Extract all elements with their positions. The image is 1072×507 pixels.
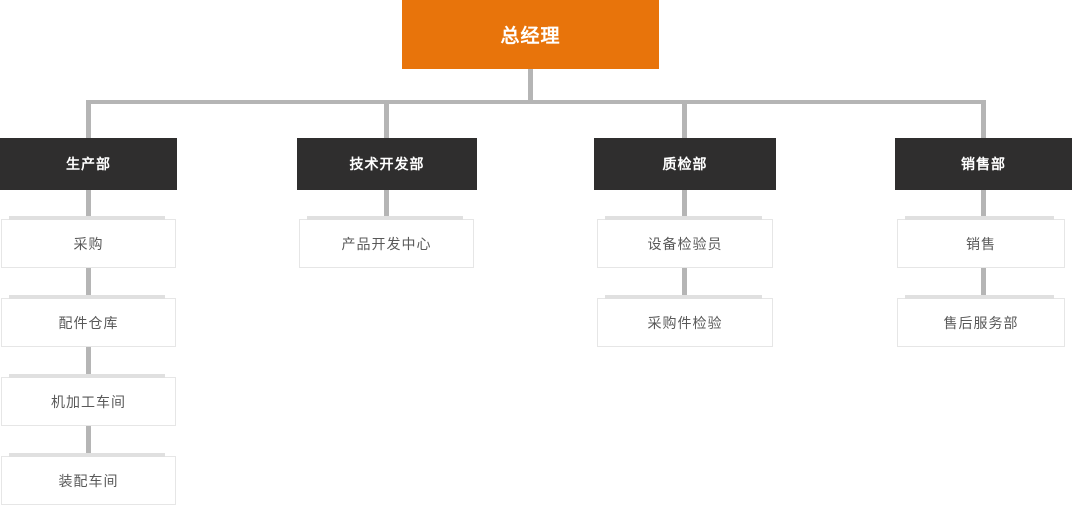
connector-horizontal-line bbox=[86, 100, 986, 104]
connector-sales-child1 bbox=[981, 190, 986, 220]
connector-production-child4 bbox=[86, 426, 91, 457]
connector-drop-production bbox=[86, 100, 91, 138]
connector-drop-quality bbox=[682, 100, 687, 138]
org-node-sales[interactable]: 销售 bbox=[897, 216, 1065, 268]
org-node-production-dept[interactable]: 生产部 bbox=[0, 138, 177, 190]
connector-sales-child2 bbox=[981, 268, 986, 299]
org-node-machining-workshop[interactable]: 机加工车间 bbox=[1, 374, 176, 426]
connector-root-stub bbox=[528, 69, 533, 104]
org-node-purchasing[interactable]: 采购 bbox=[1, 216, 176, 268]
connector-production-child3 bbox=[86, 347, 91, 378]
org-node-general-manager[interactable]: 总经理 bbox=[402, 0, 659, 69]
org-node-parts-warehouse[interactable]: 配件仓库 bbox=[1, 295, 176, 347]
org-node-product-dev-center[interactable]: 产品开发中心 bbox=[299, 216, 474, 268]
connector-production-child1 bbox=[86, 190, 91, 220]
connector-drop-tech-dev bbox=[384, 100, 389, 138]
connector-production-child2 bbox=[86, 268, 91, 299]
org-node-quality-dept[interactable]: 质检部 bbox=[594, 138, 776, 190]
org-node-equipment-inspector[interactable]: 设备检验员 bbox=[597, 216, 773, 268]
connector-quality-child2 bbox=[682, 268, 687, 299]
org-node-tech-dev-dept[interactable]: 技术开发部 bbox=[297, 138, 477, 190]
connector-tech-dev-child1 bbox=[384, 190, 389, 220]
org-node-after-sales-service[interactable]: 售后服务部 bbox=[897, 295, 1065, 347]
org-node-sales-dept[interactable]: 销售部 bbox=[895, 138, 1072, 190]
connector-drop-sales bbox=[981, 100, 986, 138]
org-node-assembly-workshop[interactable]: 装配车间 bbox=[1, 453, 176, 505]
org-node-purchased-parts-inspection[interactable]: 采购件检验 bbox=[597, 295, 773, 347]
connector-quality-child1 bbox=[682, 190, 687, 220]
